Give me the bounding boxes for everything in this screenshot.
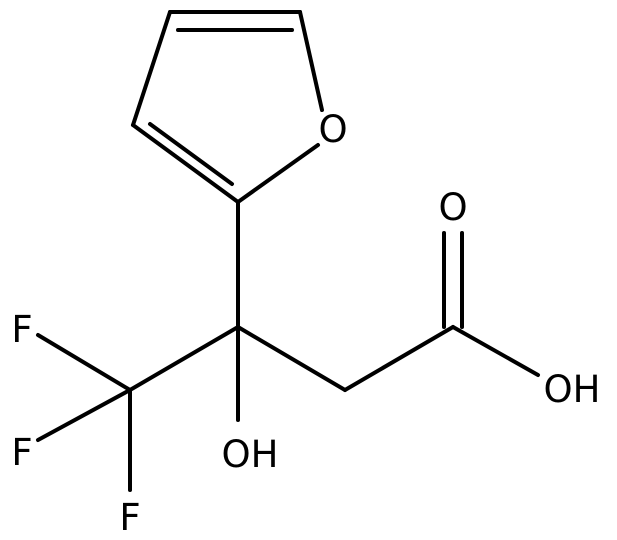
bond-c2-c3-double xyxy=(148,122,234,186)
carbonyl-oxygen-label: O xyxy=(438,186,467,229)
bond-cf3-f2 xyxy=(36,388,132,442)
bond-carboxyl-oh xyxy=(451,325,540,377)
acid-hydroxyl-label: OH xyxy=(544,368,601,411)
furan-ring xyxy=(131,10,324,204)
bond-quaternary-cf3 xyxy=(128,325,240,392)
bond-c3-c4 xyxy=(131,10,172,127)
ring-oxygen-label: O xyxy=(318,108,347,151)
hydroxyl-label: OH xyxy=(222,433,279,476)
bond-c2-c3 xyxy=(131,123,240,204)
fluorine-2-label: F xyxy=(11,431,32,474)
bond-c5-o xyxy=(298,10,324,112)
fluorine-1-label: F xyxy=(11,308,32,351)
fluorine-3-label: F xyxy=(119,496,140,539)
bond-o-c2 xyxy=(236,143,320,204)
bond-ch2-carboxyl xyxy=(343,325,455,392)
bond-cf3-f1 xyxy=(36,333,132,392)
bond-quaternary-ch2 xyxy=(236,325,347,392)
